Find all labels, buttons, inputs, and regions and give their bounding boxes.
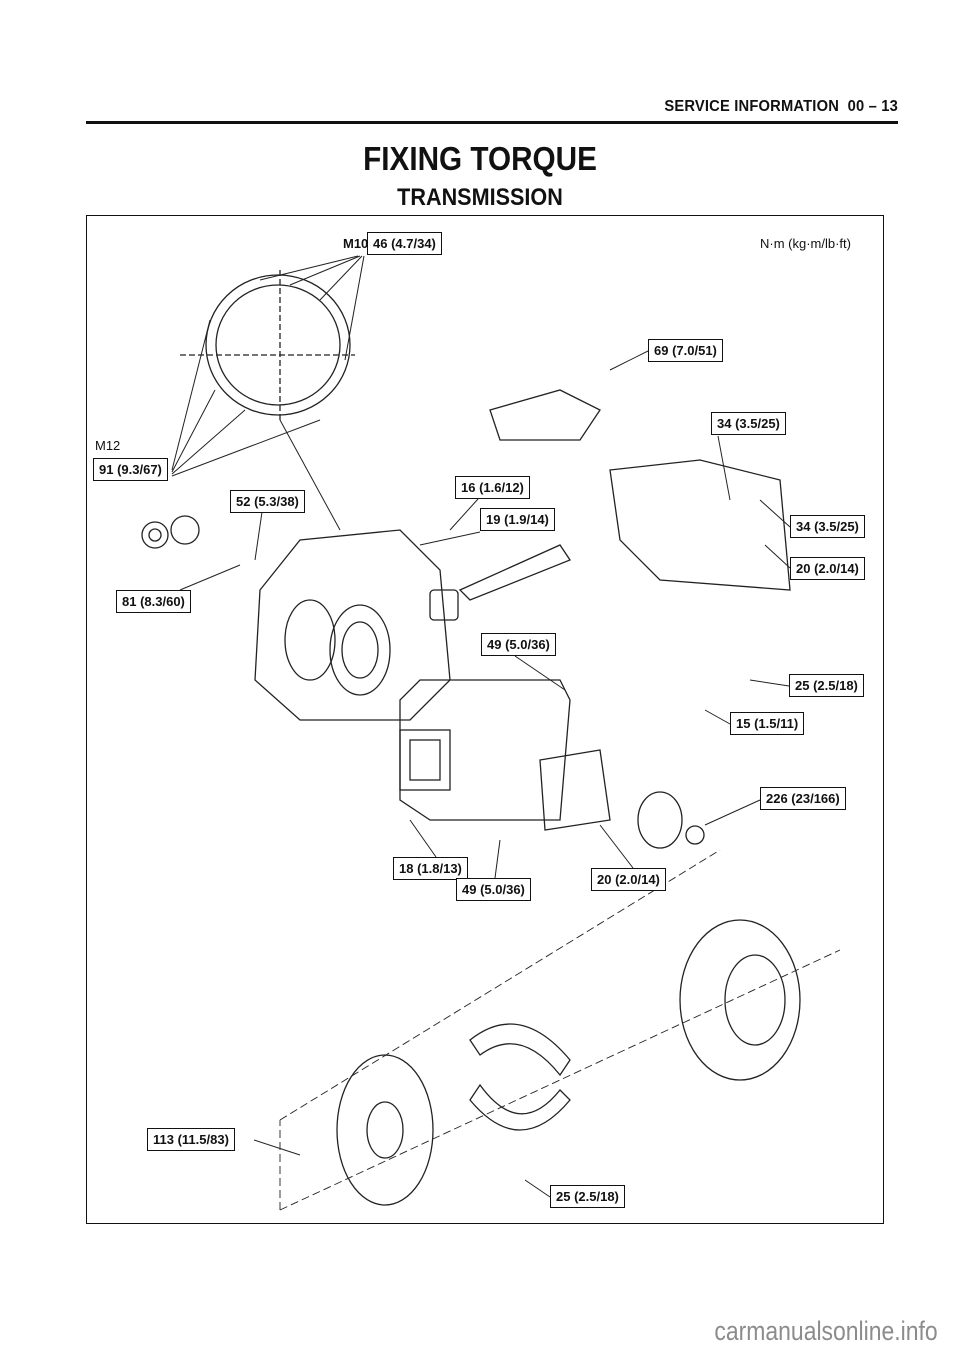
watermark: carmanualsonline.info: [714, 1316, 938, 1346]
torque-callout: 226 (23/166): [760, 787, 846, 810]
shift-fork: [458, 544, 571, 601]
torque-callout: 20 (2.0/14): [790, 557, 865, 580]
torque-callout: 25 (2.5/18): [550, 1185, 625, 1208]
torque-callout: 15 (1.5/11): [730, 712, 805, 735]
torque-callout: 16 (1.6/12): [455, 476, 530, 499]
bolt-size-m10: M10: [343, 236, 369, 251]
torque-callout: 34 (3.5/25): [790, 515, 865, 538]
brake-drum: [679, 919, 801, 1081]
torque-callout: 69 (7.0/51): [648, 339, 723, 362]
bellhousing-flange: [205, 274, 351, 416]
torque-callout: 19 (1.9/14): [480, 508, 555, 531]
torque-callout: 25 (2.5/18): [789, 674, 864, 697]
section-title: SERVICE INFORMATION: [664, 98, 840, 115]
brake-backing-plate: [336, 1054, 434, 1206]
units-legend: N·m (kg·m/lb·ft): [760, 236, 851, 251]
running-header: SERVICE INFORMATION 00 – 13: [664, 98, 898, 116]
page-subtitle: TRANSMISSION: [397, 184, 563, 211]
shift-cover: [609, 459, 791, 591]
torque-callout: 34 (3.5/25): [711, 412, 786, 435]
torque-callout: 49 (5.0/36): [456, 878, 531, 901]
torque-callout: 18 (1.8/13): [393, 857, 468, 880]
header-rule: [86, 121, 898, 124]
torque-callout: 46 (4.7/34): [367, 232, 442, 255]
torque-callout: 91 (9.3/67): [93, 458, 168, 481]
torque-callout: 113 (11.5/83): [147, 1128, 235, 1151]
output-flange: [637, 791, 683, 849]
page-number: 00 – 13: [847, 98, 898, 115]
brake-shoe: [469, 1023, 571, 1077]
diagram-frame: [86, 215, 884, 1224]
torque-callout: 52 (5.3/38): [230, 490, 305, 513]
torque-callout: 49 (5.0/36): [481, 633, 556, 656]
page-title: FIXING TORQUE: [363, 140, 597, 177]
transmission-case: [399, 679, 571, 821]
extension-housing: [539, 749, 611, 831]
bolt-size-m12: M12: [95, 438, 121, 453]
transmission-mount: [489, 389, 601, 441]
torque-callout: 20 (2.0/14): [591, 868, 666, 891]
torque-callout: 81 (8.3/60): [116, 590, 191, 613]
